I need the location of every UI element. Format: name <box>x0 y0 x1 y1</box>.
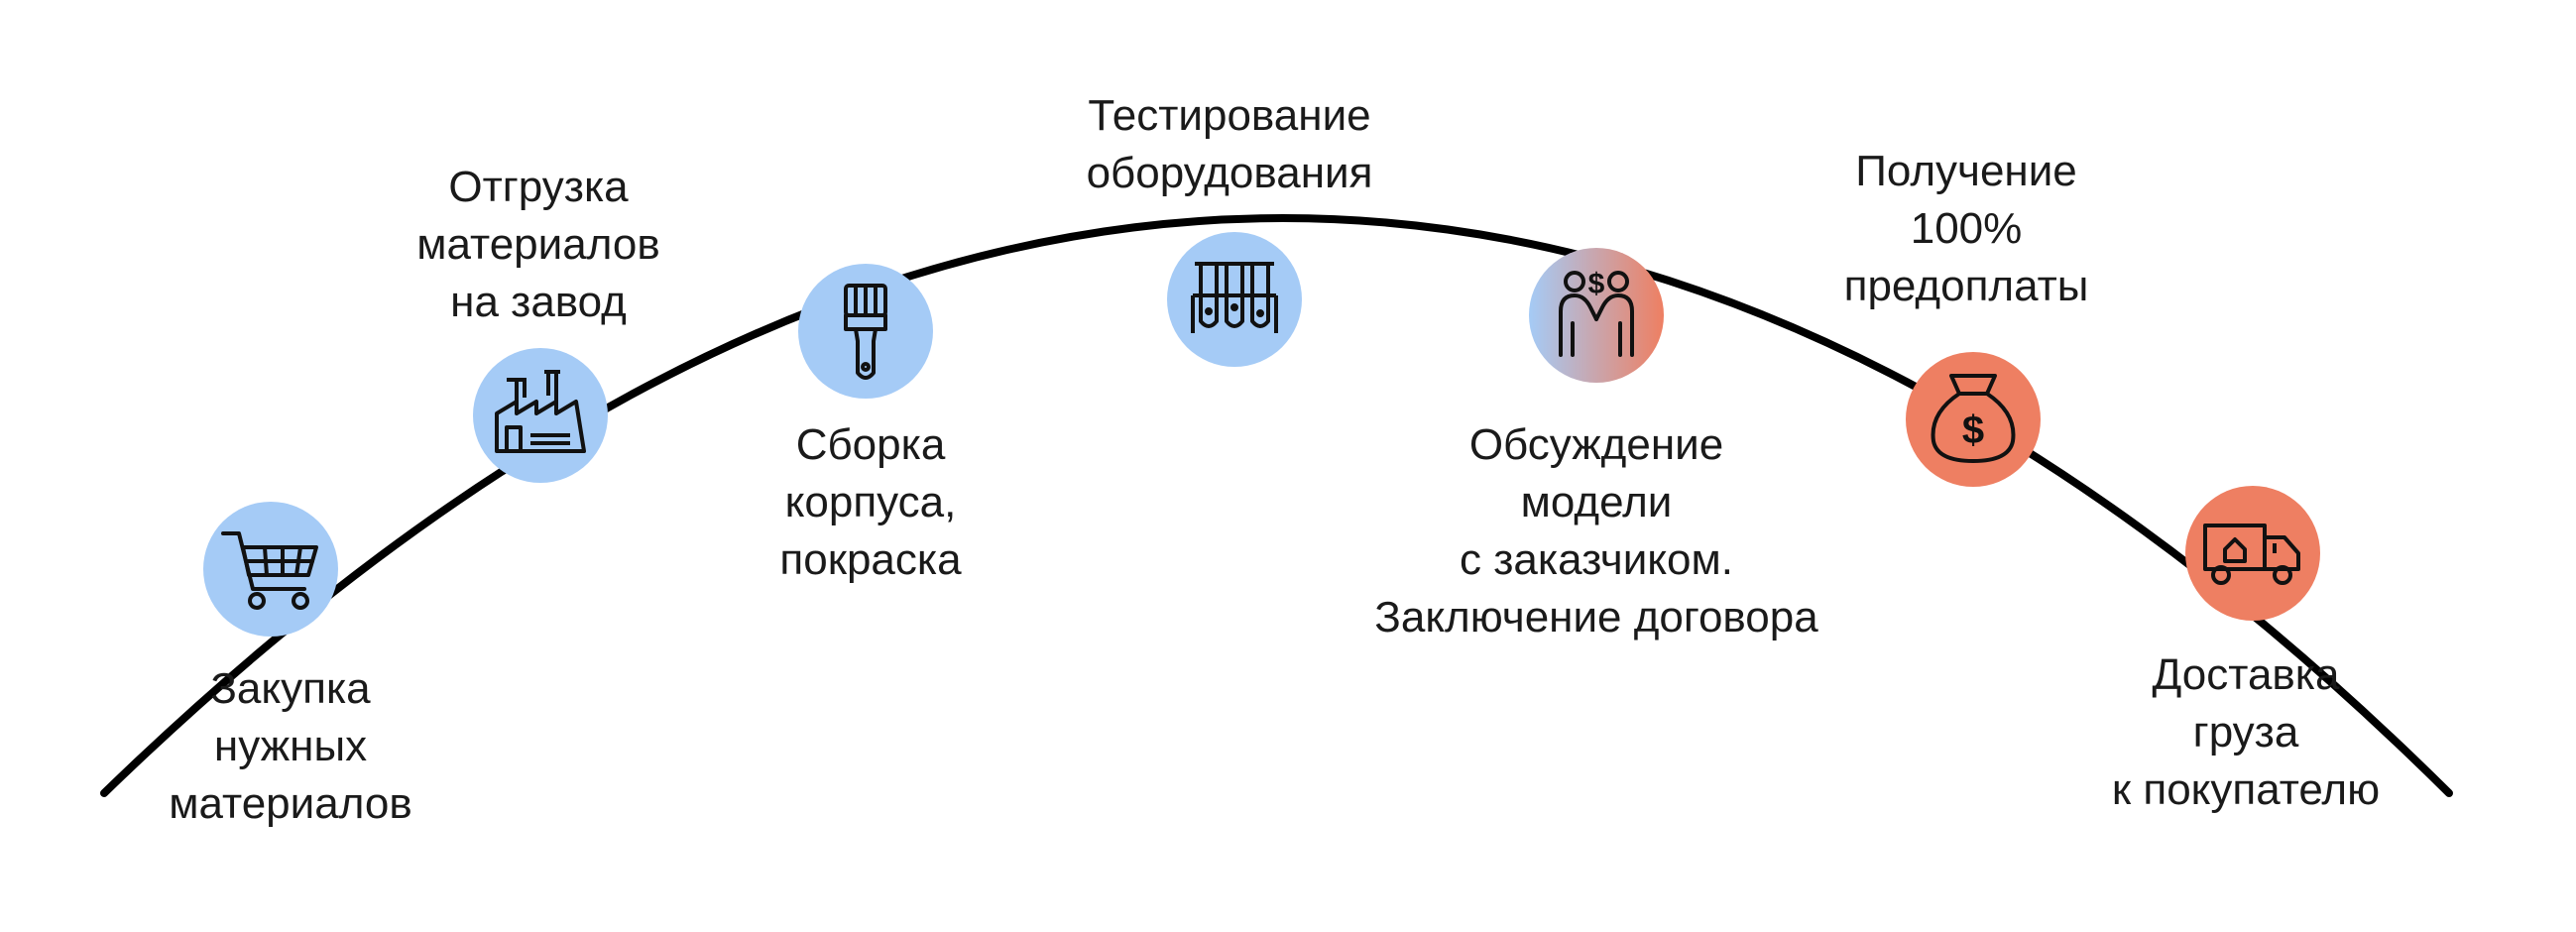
step-label-1: Закупка нужных материалов <box>169 664 412 828</box>
paint-brush-icon <box>844 284 887 380</box>
step-circle-2 <box>473 348 608 483</box>
money-bag-icon: $ <box>1931 374 2016 463</box>
factory-icon <box>495 370 586 453</box>
step-node-1: 1 <box>203 502 338 637</box>
step-node-7 <box>2185 486 2320 621</box>
timeline-arc <box>100 214 2453 797</box>
step-label-4: Тестирование оборудования <box>1086 91 1373 197</box>
step-circle-7 <box>2185 486 2320 621</box>
svg-text:$: $ <box>1588 268 1605 300</box>
delivery-truck-icon <box>2203 524 2300 585</box>
step-node-2 <box>473 348 608 483</box>
step-circle-4 <box>1167 232 1302 367</box>
shopping-cart-icon <box>221 531 318 610</box>
step-label-2: Отгрузка материалов на завод <box>416 163 660 326</box>
handshake-deal-icon: $ <box>1559 268 1634 357</box>
step-node-5: $ <box>1529 248 1664 383</box>
svg-text:$: $ <box>1962 408 1984 452</box>
step-node-3 <box>798 264 933 399</box>
step-label-6: Получение 100% предоплаты <box>1843 147 2089 310</box>
step-circle-1 <box>203 502 338 637</box>
step-label-3: Сборка корпуса, покраска <box>779 420 962 584</box>
test-tubes-icon <box>1191 262 1278 333</box>
step-label-5: Обсуждение модели с заказчиком. Заключен… <box>1374 420 1818 641</box>
step-node-6: $ <box>1906 352 2041 487</box>
step-node-4 <box>1167 232 1302 367</box>
step-label-7: Доставка груза к покупателю <box>2111 650 2381 814</box>
